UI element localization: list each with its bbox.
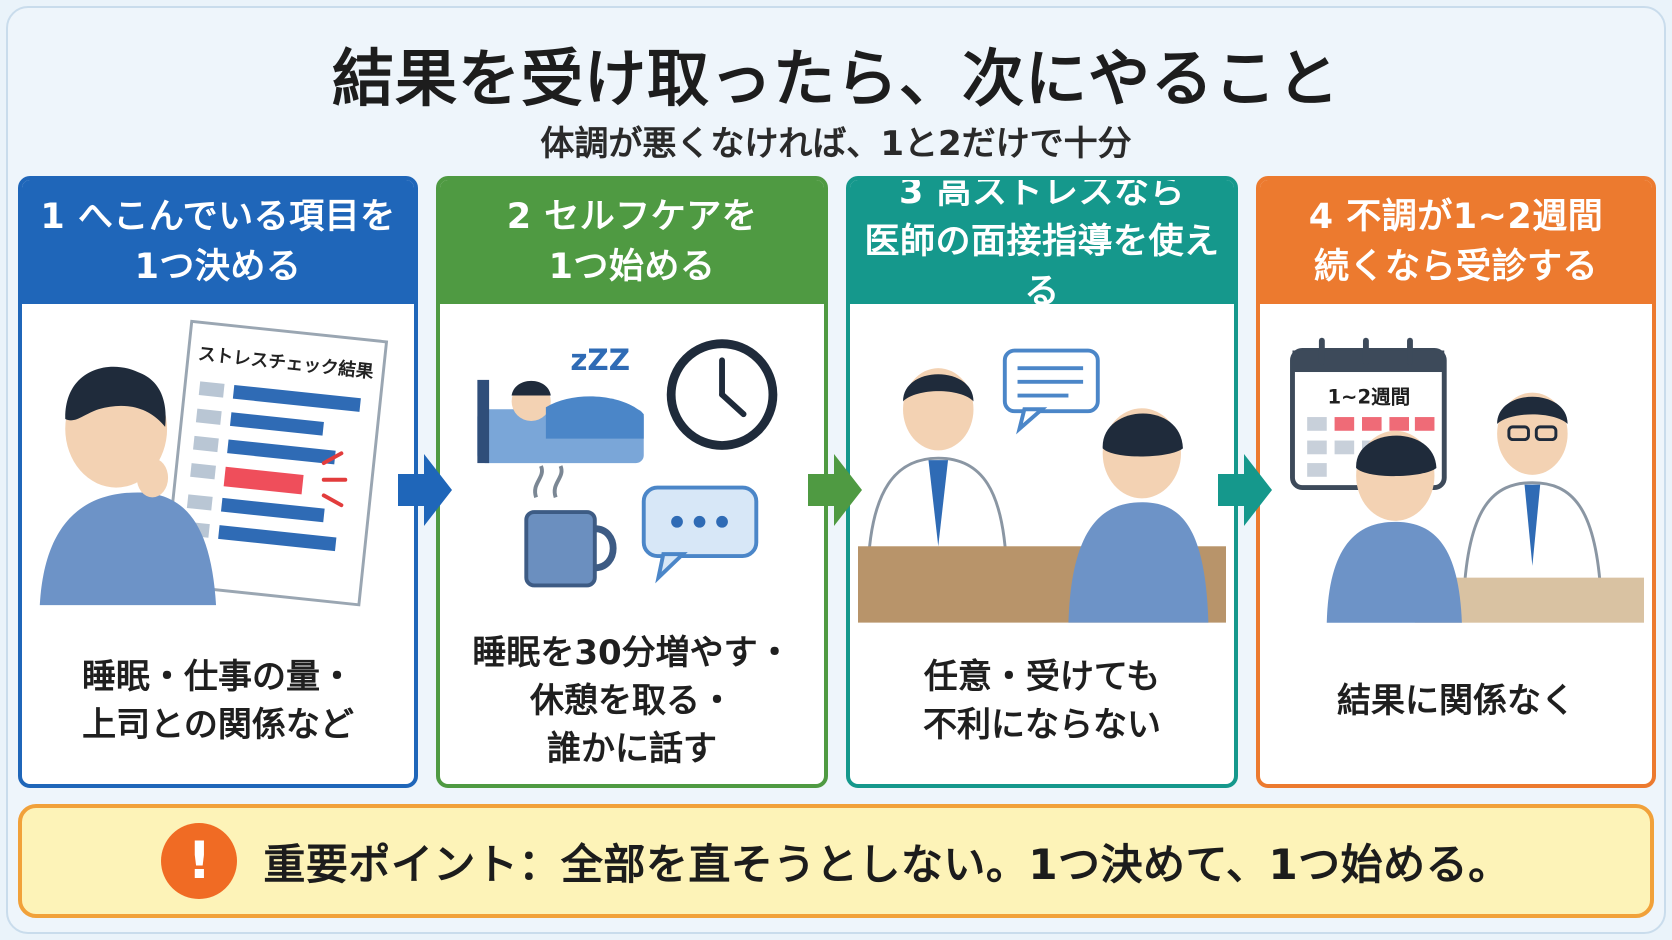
person	[39, 366, 217, 606]
patient-figure	[1326, 430, 1462, 623]
calendar-icon: 1~2週間	[1290, 337, 1447, 491]
doctor-consultation-illustration	[858, 308, 1226, 626]
step-4-heading: 4 不調が1~2週間 続くなら受診する	[1260, 180, 1652, 304]
doctor-figure	[1462, 392, 1603, 597]
page-title: 結果を受け取ったら、次にやること	[331, 42, 1340, 115]
alert-marks	[321, 451, 348, 508]
step-1-body: ストレスチェック結果	[30, 308, 406, 776]
step-2-description: 睡眠を30分増やす・ 休憩を取る・ 誰かに話す	[472, 633, 792, 769]
arrow-right-icon	[1216, 450, 1274, 530]
step-3-heading: 3 高ストレスなら 医師の面接指導を使える	[850, 180, 1234, 312]
important-point-banner: ! 重要ポイント：全部を直そうとしない。1つ決めて、1つ始める。	[18, 804, 1654, 918]
coffee-mug-icon	[524, 465, 617, 588]
step-1-description: 睡眠・仕事の量・ 上司との関係など	[82, 657, 354, 745]
chat-bubble-icon	[641, 485, 759, 584]
worried-person-report-illustration: ストレスチェック結果	[30, 308, 406, 626]
arrow-right-icon	[806, 450, 864, 530]
page-subtitle: 体調が悪くなければ、1と2だけで十分	[540, 124, 1132, 164]
step-1-heading: 1 へこんでいる項目を 1つ決める	[22, 180, 414, 304]
selfcare-illustration: zZZ	[448, 308, 816, 626]
sleep-icon: zZZ	[477, 343, 644, 464]
step-4-description: 結果に関係なく	[1337, 681, 1575, 721]
svg-text:zZZ: zZZ	[570, 343, 630, 377]
step-card-4: 4 不調が1~2週間 続くなら受診する 1~2週間	[1256, 176, 1656, 788]
step-card-1: 1 へこんでいる項目を 1つ決める ストレスチェック結果	[18, 176, 418, 788]
step-3-body: 任意・受けても 不利にならない	[858, 308, 1226, 776]
arrow-right-icon	[396, 450, 454, 530]
step-card-2: 2 セルフケアを 1つ始める zZZ	[436, 176, 828, 788]
patient-figure	[1068, 408, 1209, 623]
doctor-visit-illustration: 1~2週間	[1268, 308, 1644, 626]
speech-bubble-icon	[1002, 348, 1100, 435]
exclamation-icon: !	[161, 823, 238, 899]
clock-icon	[666, 339, 778, 450]
step-4-body: 1~2週間	[1268, 308, 1644, 776]
stress-check-report: ストレスチェック結果	[162, 319, 389, 607]
step-2-body: zZZ	[448, 308, 816, 776]
step-card-3: 3 高ストレスなら 医師の面接指導を使える	[846, 176, 1238, 788]
step-2-heading: 2 セルフケアを 1つ始める	[440, 180, 824, 304]
doctor-figure	[866, 368, 1009, 578]
step-3-description: 任意・受けても 不利にならない	[923, 657, 1161, 745]
calendar-label: 1~2週間	[1327, 385, 1410, 408]
important-point-text: 重要ポイント：全部を直そうとしない。1つ決めて、1つ始める。	[263, 839, 1511, 889]
